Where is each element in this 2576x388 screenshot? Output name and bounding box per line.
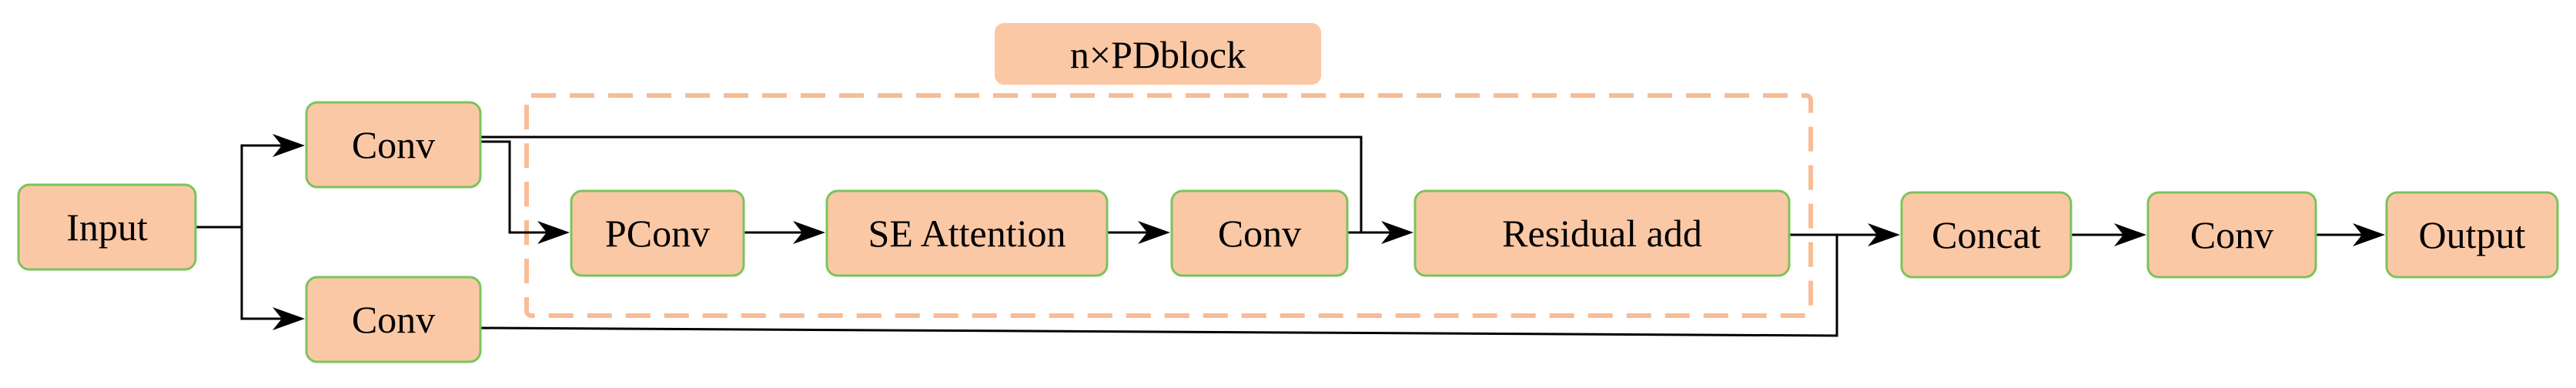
node-output: Output (2385, 191, 2559, 279)
node-residual-add: Residual add (1413, 189, 1791, 277)
node-conv-out: Conv (2146, 191, 2317, 279)
node-conv-mid: Conv (1170, 189, 1349, 277)
node-conv-top: Conv (305, 101, 482, 189)
arrowhead-pconv (537, 221, 570, 244)
node-se-attention-label: SE Attention (868, 212, 1066, 255)
arrowhead-conv-top (273, 134, 305, 157)
connectors (196, 135, 2371, 337)
arrowhead-se (793, 221, 825, 244)
pdblock-frame (524, 93, 1813, 318)
edge-conv-top-pconv (480, 140, 557, 234)
node-conv-mid-label: Conv (1218, 212, 1301, 255)
pdblock-title: n×PDblock (995, 23, 1321, 85)
node-output-label: Output (2419, 213, 2526, 256)
node-input: Input (17, 183, 197, 271)
node-se-attention: SE Attention (825, 189, 1109, 277)
arrowhead-conv-out (2114, 223, 2146, 246)
pdblock-title-label: n×PDblock (1070, 33, 1246, 76)
node-conv-top-label: Conv (352, 123, 435, 166)
node-residual-add-label: Residual add (1502, 212, 1702, 255)
node-conv-out-label: Conv (2190, 213, 2273, 256)
node-input-label: Input (66, 206, 148, 249)
node-pconv: PConv (570, 189, 745, 277)
arrowhead-concat (1868, 223, 1900, 246)
arrowhead-conv-bottom (273, 307, 305, 330)
edge-to-conv-bottom (240, 227, 294, 320)
node-pconv-label: PConv (605, 212, 710, 255)
arrowhead-conv-mid (1138, 221, 1170, 244)
arrowhead-residual (1381, 221, 1413, 244)
arrowhead-output (2353, 223, 2385, 246)
node-concat: Concat (1900, 191, 2073, 279)
edge-to-conv-top (240, 144, 294, 227)
node-conv-bottom: Conv (305, 276, 482, 363)
edge-conv-bottom-concat (480, 235, 1838, 337)
node-conv-bottom-label: Conv (352, 298, 435, 341)
arrowheads (273, 134, 2385, 330)
node-concat-label: Concat (1932, 213, 2041, 256)
pdblock-title-box (995, 23, 1321, 85)
